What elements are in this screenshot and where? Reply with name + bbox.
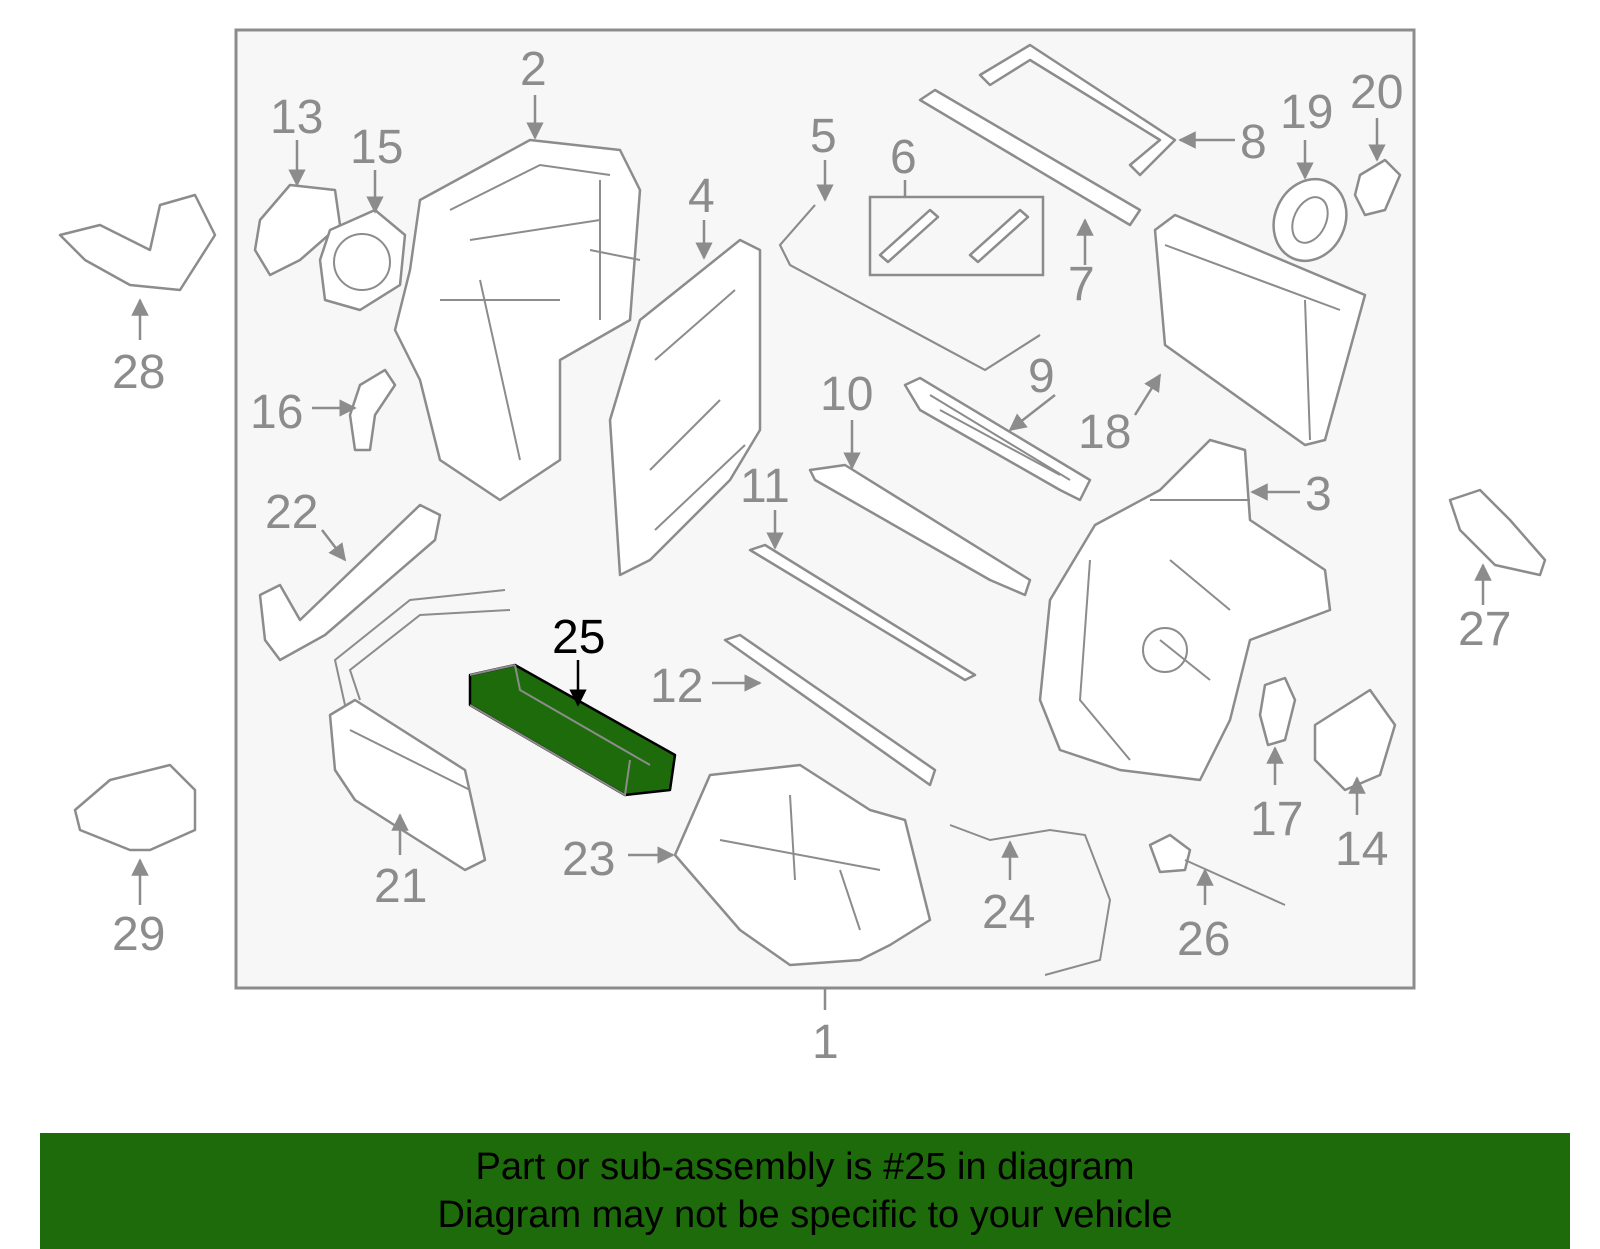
callout-4: 4 <box>688 170 715 223</box>
callout-25: 25 <box>552 611 605 664</box>
callout-16: 16 <box>250 386 303 439</box>
callout-18: 18 <box>1078 406 1131 459</box>
callout-24: 24 <box>982 886 1035 939</box>
part-27-duct[interactable] <box>1448 488 1547 577</box>
part-19-grommet[interactable] <box>1261 167 1360 273</box>
callout-9: 9 <box>1028 350 1055 403</box>
callout-17: 17 <box>1250 793 1303 846</box>
callout-29: 29 <box>112 908 165 961</box>
part-24-hose[interactable] <box>949 824 1112 976</box>
callout-21: 21 <box>374 860 427 913</box>
callout-8: 8 <box>1240 116 1267 169</box>
callout-7: 7 <box>1068 258 1095 311</box>
part-29-bracket[interactable] <box>73 763 197 852</box>
part-3-lower-case[interactable] <box>1038 438 1332 782</box>
part-15-motor[interactable] <box>318 208 407 312</box>
callout-5: 5 <box>810 110 837 163</box>
callout-28: 28 <box>112 346 165 399</box>
part-21-heater-core[interactable] <box>328 589 511 872</box>
part-16-clip[interactable] <box>348 368 397 452</box>
callout-14: 14 <box>1335 823 1388 876</box>
part-7-seal[interactable] <box>918 88 1142 227</box>
part-18-evaporator[interactable] <box>1153 213 1367 447</box>
callout-20: 20 <box>1350 66 1403 119</box>
callout-10: 10 <box>820 368 873 421</box>
callout-1: 1 <box>812 1016 839 1069</box>
callout-23: 23 <box>562 833 615 886</box>
part-6-seal-set[interactable] <box>868 195 1045 277</box>
callout-26: 26 <box>1177 913 1230 966</box>
callout-27: 27 <box>1458 603 1511 656</box>
part-2-upper-case[interactable] <box>393 138 642 502</box>
callout-11: 11 <box>740 460 790 513</box>
part-26-sensor[interactable] <box>1148 833 1286 906</box>
part-14-actuator[interactable] <box>1313 688 1397 792</box>
callout-19: 19 <box>1280 86 1333 139</box>
callout-13: 13 <box>270 91 323 144</box>
callout-2: 2 <box>520 43 547 96</box>
part-22-duct[interactable] <box>258 503 442 662</box>
banner-line-2: Diagram may not be specific to your vehi… <box>437 1194 1173 1236</box>
part-23-lower-case[interactable] <box>673 763 932 967</box>
part-11-strip[interactable] <box>748 543 977 682</box>
part-8-seal[interactable] <box>978 43 1177 177</box>
info-banner: Part or sub-assembly is #25 in diagram D… <box>40 1133 1570 1249</box>
part-12-strip[interactable] <box>723 633 937 787</box>
part-28-bracket[interactable] <box>58 193 217 292</box>
callout-15: 15 <box>350 121 403 174</box>
banner-line-1: Part or sub-assembly is #25 in diagram <box>475 1146 1135 1188</box>
part-4-cover[interactable] <box>608 238 762 577</box>
callout-12: 12 <box>650 660 703 713</box>
callout-3: 3 <box>1305 468 1332 521</box>
part-17-actuator[interactable] <box>1258 676 1297 747</box>
callout-6: 6 <box>890 131 917 184</box>
part-9-grid <box>929 394 1071 481</box>
callout-22: 22 <box>265 486 318 539</box>
